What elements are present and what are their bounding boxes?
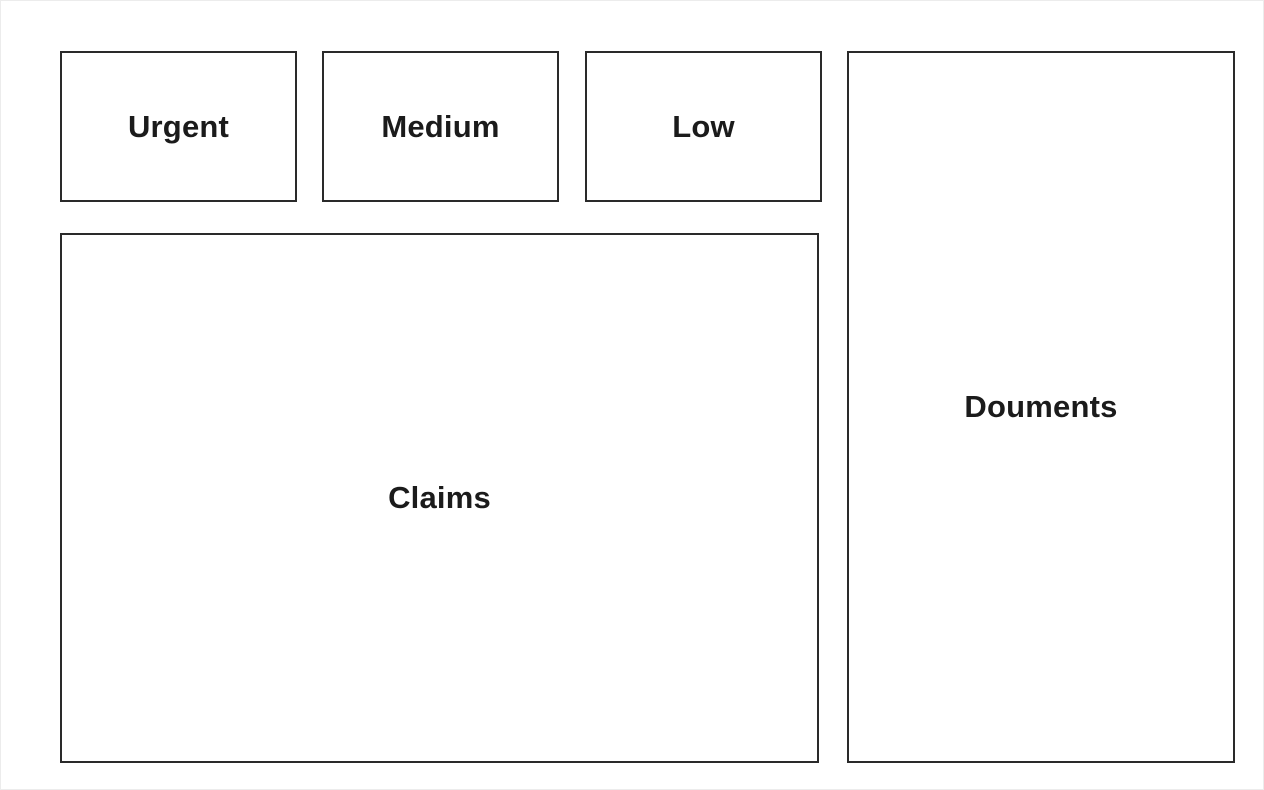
claims-panel[interactable]: Claims — [60, 233, 819, 763]
urgent-panel-label: Urgent — [127, 108, 230, 144]
documents-panel[interactable]: Douments — [847, 51, 1235, 763]
urgent-panel[interactable]: Urgent — [60, 51, 297, 202]
low-panel-label: Low — [672, 108, 735, 144]
medium-panel[interactable]: Medium — [322, 51, 559, 202]
low-panel[interactable]: Low — [585, 51, 822, 202]
medium-panel-label: Medium — [381, 108, 500, 144]
documents-panel-label: Douments — [964, 389, 1118, 424]
claims-panel-label: Claims — [388, 480, 491, 515]
